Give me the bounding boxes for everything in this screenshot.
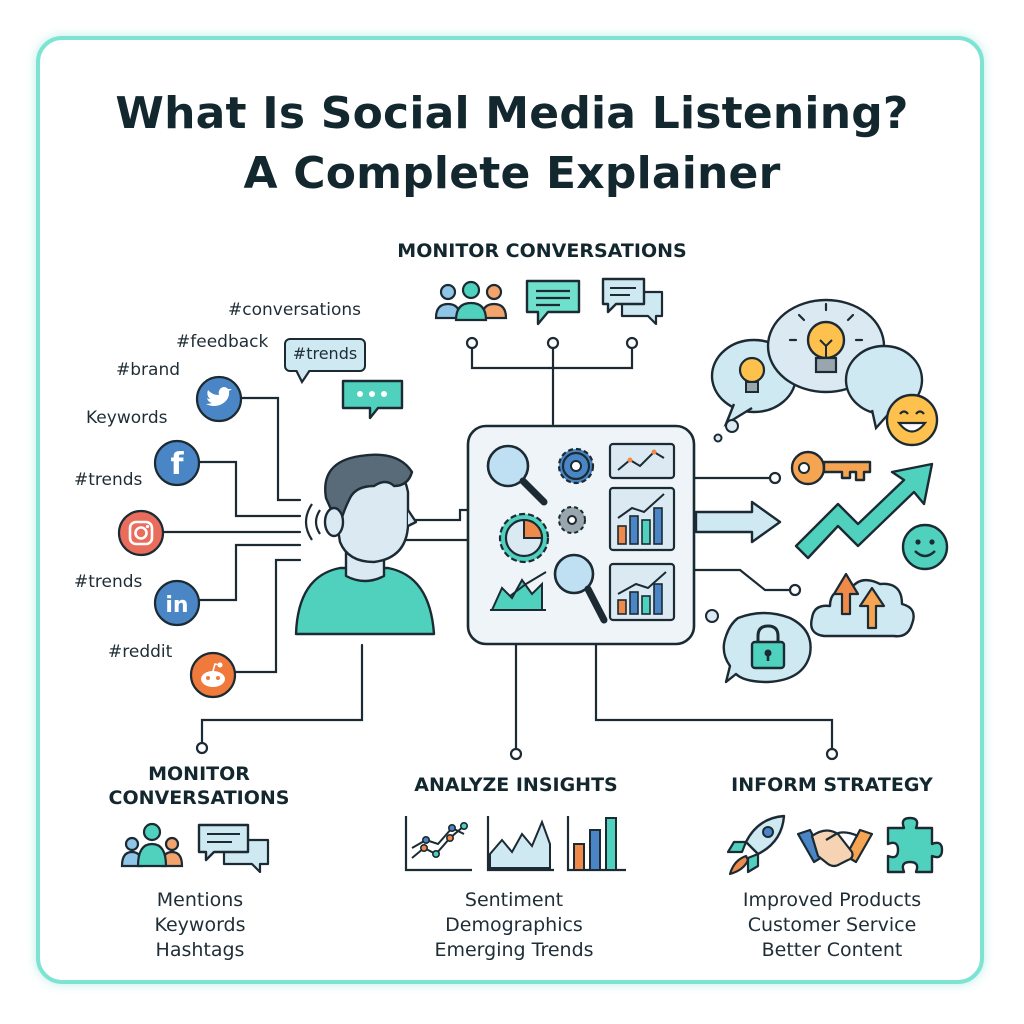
growth-arrow-icon [794,462,934,560]
people-group-icon [434,280,508,322]
hashtag-trends-1: #trends [74,470,143,490]
chat-message-icon [525,279,581,326]
chat-bubbles-icon [601,277,664,326]
analyze-item-emerging-trends: Emerging Trends [434,939,594,961]
svg-text:f: f [170,447,184,482]
hashtag-brand: #brand [116,360,181,380]
monitor-heading: MONITOR CONVERSATIONS [88,762,310,810]
monitor-item-hashtags: Hashtags [155,939,245,961]
inform-item-improved-products: Improved Products [742,889,922,911]
bar-chart-icon [566,816,626,872]
monitor-item-mentions: Mentions [156,889,244,911]
analyze-items: Sentiment Demographics Emerging Trends [384,888,644,963]
inform-heading: INFORM STRATEGY [731,774,933,796]
svg-text:in: in [165,593,188,618]
right-arrow-icon [694,500,782,544]
bubble-tail [295,370,311,385]
listening-person-illustration [294,453,436,636]
growth-cloud-icon [810,572,915,638]
analyze-heading: ANALYZE INSIGHTS [414,774,618,796]
typing-bubble-icon [341,379,404,420]
analyze-item-demographics: Demographics [445,914,583,936]
inform-item-customer-service: Customer Service [747,914,917,936]
line-chart-icon [404,816,472,872]
lock-speech-bubble [705,609,812,684]
monitor-heading-line-1: MONITOR [148,763,250,785]
gear-icon [557,447,595,485]
smile-face-icon [901,523,949,571]
people-group-icon-2 [120,822,184,868]
facebook-icon: f [153,439,201,487]
hashtag-conversations: #conversations [228,300,361,320]
key-icon [790,450,872,486]
happy-face-icon [885,393,939,447]
monitor-item-keywords: Keywords [154,914,246,936]
handshake-icon [796,828,874,868]
title-line-1: What Is Social Media Listening? [115,88,909,139]
top-section-heading: MONITOR CONVERSATIONS [397,240,687,262]
keywords-label: Keywords [86,408,168,428]
light-bulb-small-icon [738,356,766,393]
monitor-heading-line-2: CONVERSATIONS [108,787,290,809]
lock-icon [750,624,786,670]
reddit-icon [189,651,237,699]
analytics-dashboard-panel [466,424,696,646]
rocket-icon [726,814,786,876]
chat-bubbles-icon-2 [197,823,270,874]
linkedin-icon: in [153,579,201,627]
puzzle-piece-icon [886,816,944,874]
title-line-2: A Complete Explainer [243,148,781,199]
area-chart-icon [486,816,554,872]
monitor-items: Mentions Keywords Hashtags [70,888,330,963]
inform-item-better-content: Better Content [761,939,903,961]
magnifier-icon [486,444,548,506]
trends-speech-bubble: #trends [284,338,366,372]
thought-dots [713,419,739,443]
inform-items: Improved Products Customer Service Bette… [702,888,962,963]
instagram-icon [117,509,165,557]
twitter-icon [195,375,243,423]
magnifier-icon-2 [553,553,608,624]
hashtag-reddit: #reddit [108,642,173,662]
light-bulb-icon [788,302,864,374]
hashtag-feedback: #feedback [176,332,269,352]
analyze-item-sentiment: Sentiment [464,889,564,911]
pie-chart-gear-icon [498,512,550,564]
hashtag-trends-2: #trends [74,572,143,592]
small-gear-icon [558,506,586,534]
